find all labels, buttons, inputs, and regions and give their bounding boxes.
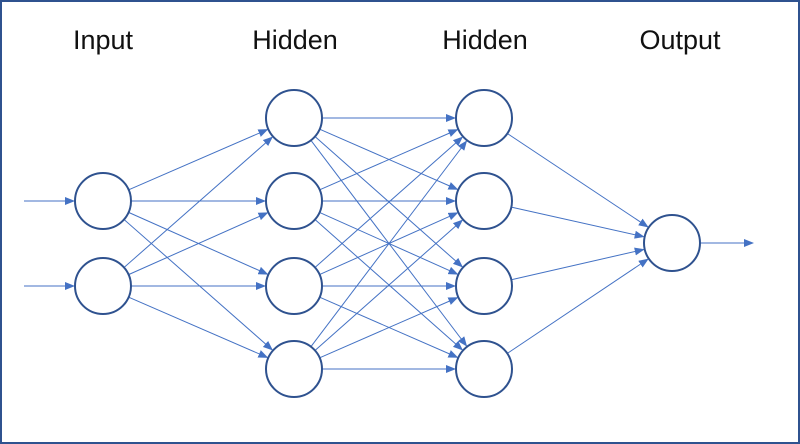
node-hidden2-4 — [455, 340, 513, 398]
layer-label-hidden-2: Hidden — [442, 25, 528, 55]
connection-edges — [24, 114, 754, 373]
node-input-2 — [74, 257, 132, 315]
edge-input-2-to-hidden1-4 — [128, 296, 269, 358]
edge-hidden1-4-to-hidden2-1 — [310, 140, 468, 347]
edge-hidden1-4-to-hidden2-3 — [319, 297, 459, 359]
edge-input-1-to-hidden1-1 — [128, 129, 269, 191]
edge-hidden2-1-to-output-1 — [507, 133, 649, 228]
node-hidden2-1 — [455, 89, 513, 147]
edge-input-1-to-hidden1-4 — [123, 219, 273, 351]
node-hidden1-2 — [265, 172, 323, 230]
edge-hidden1-3-to-hidden2-1 — [314, 136, 464, 268]
edge-hidden2-2-to-output-1 — [511, 206, 645, 239]
node-hidden2-3 — [455, 257, 513, 315]
node-hidden2-2 — [455, 172, 513, 230]
edge-hidden1-4-to-hidden2-2 — [314, 219, 464, 351]
node-output-1 — [643, 214, 701, 272]
network-nodes — [74, 89, 701, 398]
node-hidden1-3 — [265, 257, 323, 315]
node-hidden1-1 — [265, 89, 323, 147]
node-input-1 — [74, 172, 132, 230]
edge-hidden2-4-to-output-1 — [506, 258, 649, 354]
layer-label-output: Output — [639, 25, 721, 55]
edge-input-2-to-hidden1-1 — [123, 136, 273, 268]
layer-label-input: Input — [72, 25, 134, 55]
node-hidden1-4 — [265, 340, 323, 398]
edge-input-2-to-hidden1-2 — [128, 212, 269, 276]
edge-hidden2-3-to-output-1 — [511, 247, 645, 281]
edge-hidden1-2-to-hidden2-1 — [319, 129, 459, 191]
layer-label-hidden-1: Hidden — [252, 25, 338, 55]
